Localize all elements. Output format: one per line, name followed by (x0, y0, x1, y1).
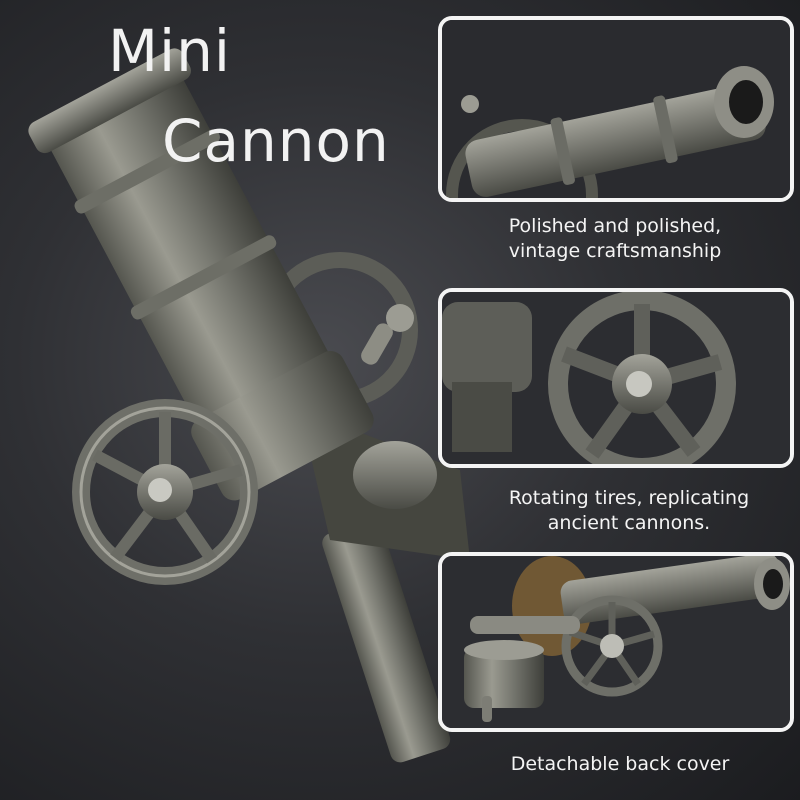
feature-caption-1-line-1: Polished and polished, (508, 215, 722, 237)
feature-caption-3: Detachable back cover (470, 752, 770, 777)
title-line-1: Mini (108, 17, 232, 85)
title-line-2: Cannon (162, 107, 390, 175)
feature-photo-barrel (438, 16, 794, 202)
feature-caption-2: Rotating tires, replicating ancient cann… (470, 486, 788, 536)
feature-caption-2-line-1: Rotating tires, replicating (508, 487, 750, 509)
feature-photo-wheel (438, 288, 794, 468)
feature-caption-2-line-2: ancient cannons. (547, 512, 711, 534)
feature-caption-3-line-1: Detachable back cover (510, 753, 730, 775)
feature-photo-back-cover (438, 552, 794, 732)
feature-caption-1: Polished and polished, vintage craftsman… (470, 214, 760, 264)
feature-caption-1-line-2: vintage craftsmanship (508, 240, 722, 262)
